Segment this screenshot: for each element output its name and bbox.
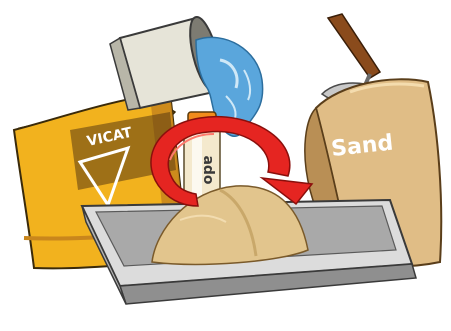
bottle-label: ado bbox=[200, 155, 216, 184]
trowel-handle bbox=[328, 14, 380, 78]
